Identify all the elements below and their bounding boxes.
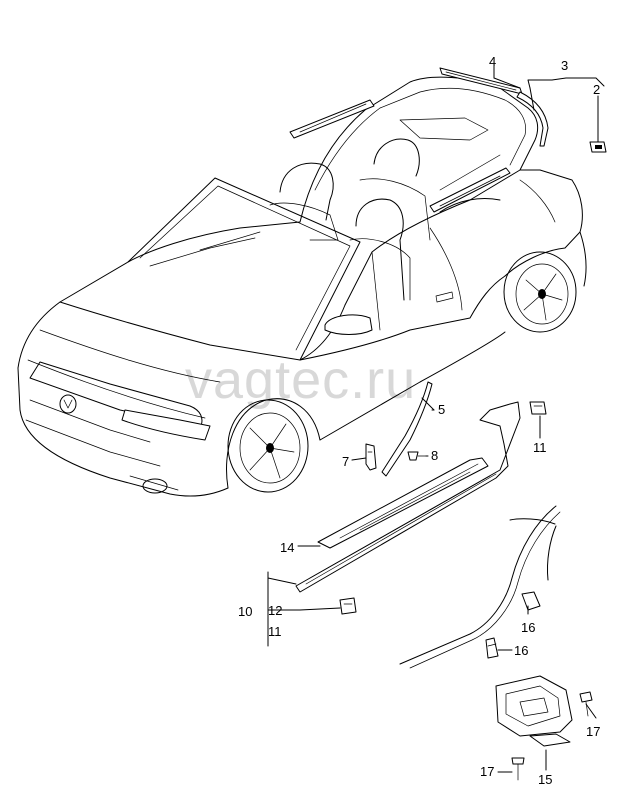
rear-body-detail: [399, 505, 593, 781]
callout-7: 7: [342, 454, 349, 469]
sill-trim-parts: [295, 381, 547, 615]
callout-4: 4: [489, 54, 496, 69]
callout-16-lower: 16: [514, 643, 528, 658]
callout-labels: 2 3 4 5 7 8 11 14 10 12 11 16 16 17 17 1…: [238, 54, 600, 787]
callout-3: 3: [561, 58, 568, 73]
callout-14: 14: [280, 540, 294, 555]
car-illustration: [17, 76, 587, 497]
callout-2: 2: [593, 82, 600, 97]
callout-12: 12: [268, 603, 282, 618]
leader-lines: [267, 61, 605, 773]
callout-8: 8: [431, 448, 438, 463]
callout-5: 5: [438, 402, 445, 417]
callout-17-bottom: 17: [480, 764, 494, 779]
callout-11-lower: 11: [268, 624, 282, 639]
callout-11-upper: 11: [533, 440, 547, 455]
callout-10: 10: [238, 604, 252, 619]
callout-16-upper: 16: [521, 620, 535, 635]
roof-trim-strips: [289, 67, 607, 213]
callout-17-right: 17: [586, 724, 600, 739]
callout-15: 15: [538, 772, 552, 787]
